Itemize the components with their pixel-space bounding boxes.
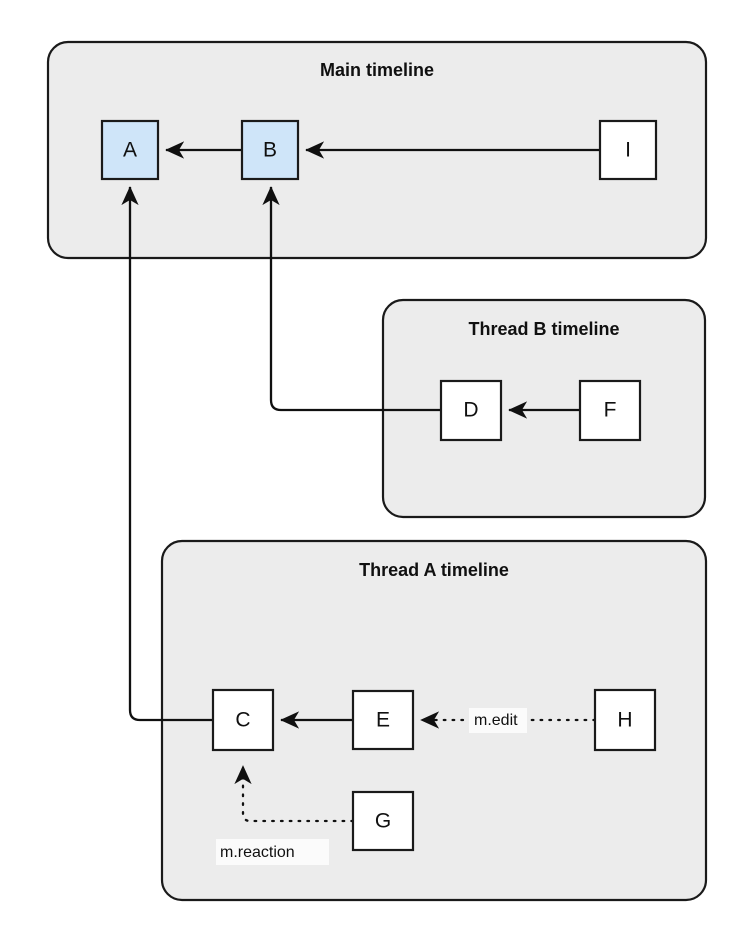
group-thread-b-timeline-title: Thread B timeline bbox=[468, 319, 619, 339]
node-A-label: A bbox=[123, 139, 137, 162]
node-E-label: E bbox=[376, 709, 390, 732]
edges-layer bbox=[121, 141, 600, 823]
node-H-box[interactable] bbox=[593, 688, 657, 752]
node-I[interactable]: I bbox=[598, 119, 658, 181]
node-I-box[interactable] bbox=[598, 119, 658, 181]
node-G-label: G bbox=[375, 810, 391, 833]
group-thread-a-timeline-title: Thread A timeline bbox=[359, 560, 509, 580]
node-C-label: C bbox=[235, 709, 250, 732]
nodes-layer: A B I D F C bbox=[100, 119, 658, 852]
node-A[interactable]: A bbox=[100, 119, 160, 181]
m-reaction-label: m.reaction bbox=[220, 844, 295, 861]
node-D-label: D bbox=[463, 399, 478, 422]
node-E-box[interactable] bbox=[351, 689, 415, 751]
node-B[interactable]: B bbox=[240, 119, 300, 181]
node-G[interactable]: G bbox=[351, 790, 415, 852]
node-F-box[interactable] bbox=[578, 379, 642, 442]
node-C[interactable]: C bbox=[211, 688, 275, 752]
node-F[interactable]: F bbox=[578, 379, 642, 442]
edge-C-to-A bbox=[121, 186, 213, 722]
node-D-box[interactable] bbox=[439, 379, 503, 442]
node-H[interactable]: H bbox=[593, 688, 657, 752]
node-C-box[interactable] bbox=[211, 688, 275, 752]
edge-D-to-B bbox=[262, 186, 441, 412]
node-I-label: I bbox=[625, 139, 631, 162]
node-D[interactable]: D bbox=[439, 379, 503, 442]
m-edit-label-background bbox=[469, 708, 527, 733]
group-main-timeline-title: Main timeline bbox=[320, 60, 434, 80]
node-F-label: F bbox=[604, 399, 617, 422]
group-thread-b-timeline-box bbox=[381, 298, 707, 519]
edge-labels-layer: m.edit m.reaction bbox=[216, 708, 527, 865]
node-E[interactable]: E bbox=[351, 689, 415, 751]
node-A-box[interactable] bbox=[100, 119, 160, 181]
edge-G-to-C-m-reaction bbox=[234, 764, 355, 823]
node-G-box[interactable] bbox=[351, 790, 415, 852]
m-reaction-label-background bbox=[216, 839, 329, 865]
m-edit-label: m.edit bbox=[474, 712, 518, 729]
group-thread-b-timeline: Thread B timeline bbox=[381, 298, 707, 519]
node-B-label: B bbox=[263, 139, 277, 162]
node-B-box[interactable] bbox=[240, 119, 300, 181]
node-H-label: H bbox=[617, 709, 632, 732]
